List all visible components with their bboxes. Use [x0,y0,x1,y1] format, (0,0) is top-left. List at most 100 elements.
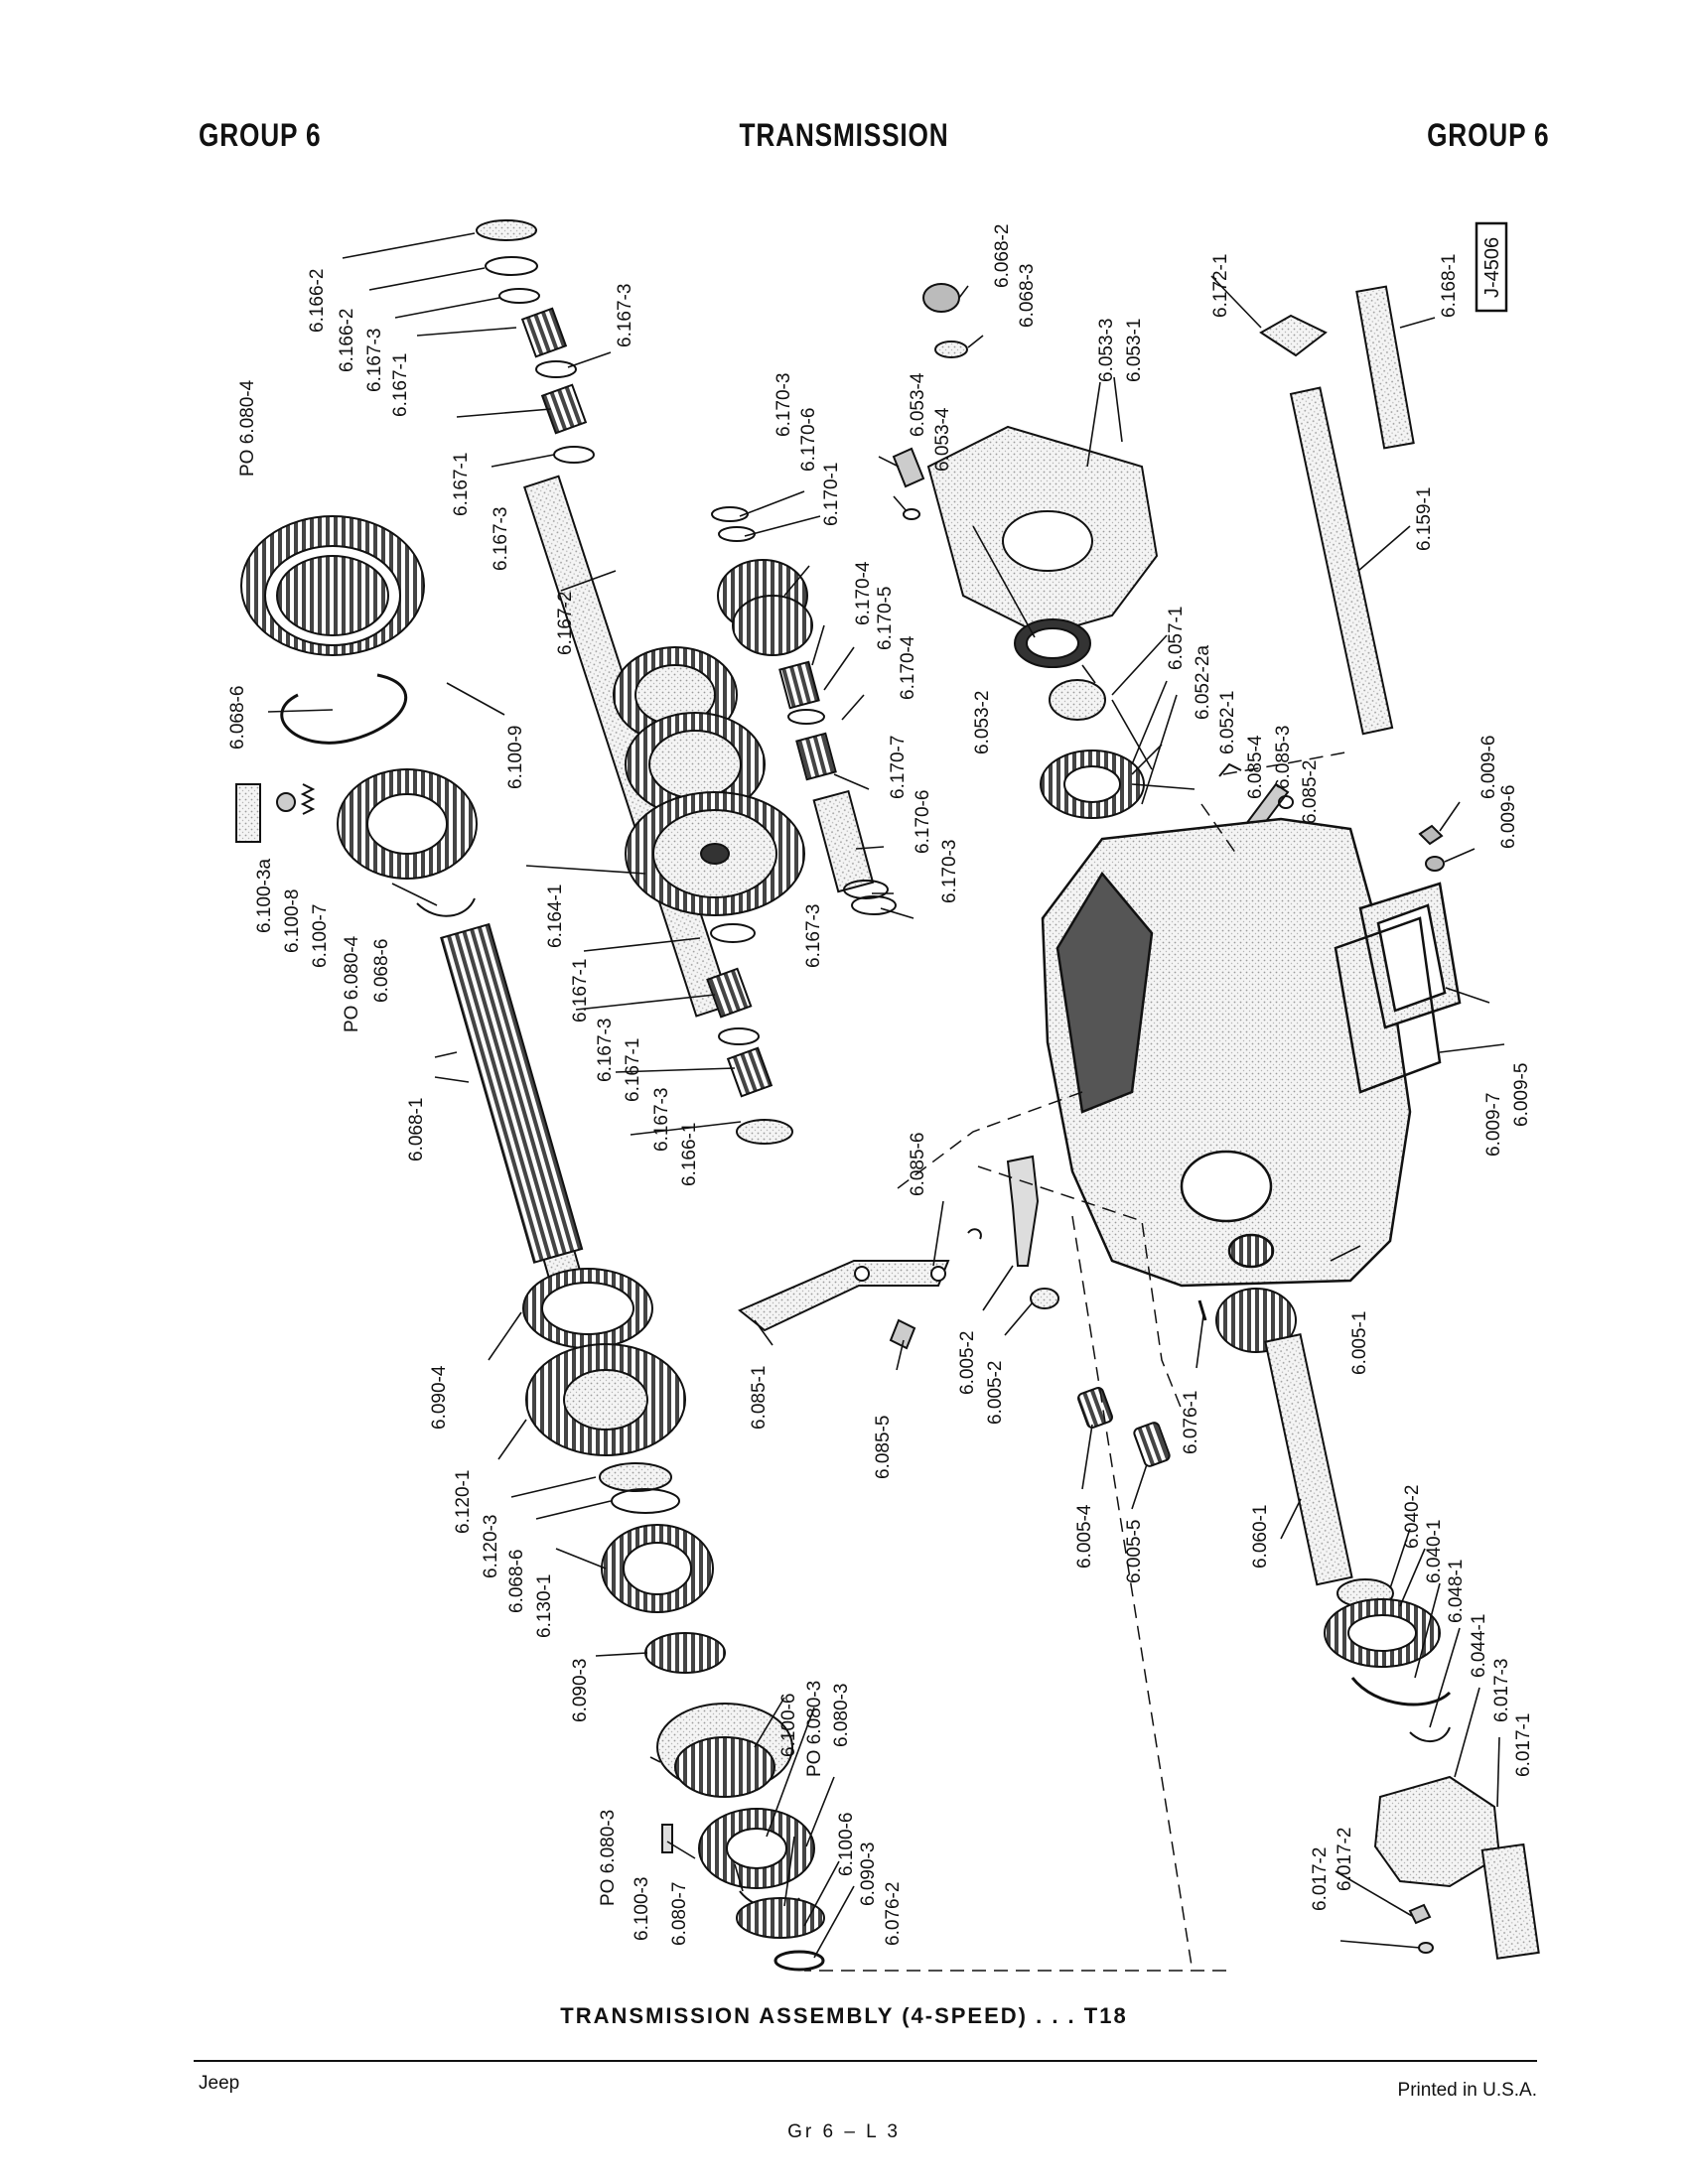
roller-bearing-shape [795,732,837,781]
part-label: 6.053-1 [1124,319,1145,382]
main-drive-shaft-shape [1264,1333,1353,1586]
spring-shape [300,783,316,815]
reference-number: J-4506 [1481,237,1503,298]
drain-plug-shape [1133,1422,1171,1467]
part-label: 6.005-5 [1124,1520,1145,1583]
part-label: 6.060-1 [1250,1505,1271,1569]
part-label: 6.076-2 [883,1882,904,1946]
rear-bearing-retainer-shape [1373,1775,1501,1888]
page-number: Gr 6 – L 3 [787,2121,901,2142]
part-label: 6.017-2 [1335,1828,1355,1891]
synchronizer-ring-shape [644,1632,726,1674]
countershaft-long-shape [1289,386,1394,736]
footer-printed: Printed in U.S.A. [1397,2080,1537,2101]
part-label: 6.100-3 [632,1877,652,1941]
snap-ring-shape [280,673,408,745]
cover-group [892,283,1445,872]
part-label: 6.100-8 [282,889,303,953]
dowel-pin-shape [1197,1299,1207,1321]
shift-plate-shape [661,1824,673,1853]
roller-bearing-shape [726,1046,774,1098]
part-label: 6.044-1 [1469,1614,1489,1678]
part-label: 6.167-3 [364,329,385,392]
part-label: 6.170-6 [798,408,819,472]
part-label: 6.167-1 [390,353,411,417]
thrust-washer-shape [485,256,538,276]
lock-washer-shape [903,508,920,520]
part-label: 6.053-2 [972,691,993,754]
roller-bearing-shape [540,383,588,435]
part-label: 6.167-1 [570,959,591,1023]
thrust-washer-shape [599,1462,672,1492]
output-shaft-stub-shape [1480,1843,1540,1960]
part-label: 6.100-6 [778,1694,799,1757]
snap-ring-shape [498,288,540,304]
part-label: 6.085-1 [749,1366,770,1430]
thrust-washer-shape [843,880,889,899]
part-label: 6.170-4 [898,635,918,700]
nut-shape [1425,856,1445,872]
part-label: 6.100-6 [836,1813,857,1876]
part-label: 6.167-3 [595,1019,616,1082]
reverse-shift-lever-shape [738,1260,950,1332]
part-label: 6.053-4 [908,372,928,437]
lever-pivot-pin-shape [889,1318,916,1350]
main-drive-gear-shape [1215,1288,1297,1353]
part-label: 6.159-1 [1414,487,1435,551]
spacer-ring-shape [787,709,825,725]
bolt-shape [1418,824,1444,846]
part-label: 6.009-6 [1498,785,1519,849]
header-group-right: GROUP 6 [1426,117,1549,153]
c-clip-shape [967,1228,982,1240]
part-label: 6.100-3a [254,859,275,933]
cap-screw-shape [1408,1903,1432,1925]
part-label: 6.167-1 [623,1038,643,1102]
leader-lines [267,232,1505,1959]
part-label: PO 6.080-4 [342,935,362,1032]
part-label: 6.170-7 [888,736,909,799]
bearing-sleeve-shape [1049,679,1106,721]
assembly-lines [804,751,1346,1972]
part-label: PO 6.080-3 [804,1681,825,1777]
shift-plate-shape [235,783,261,843]
reverse-idler-shaft-shape [1355,285,1415,450]
part-label: 6.068-2 [992,224,1013,288]
part-label: 6.100-7 [310,904,331,968]
part-label: 6.085-4 [1245,735,1266,799]
snap-ring-shape [1409,1726,1451,1742]
part-labels: 6.166-2 6.166-2 6.167-3 6.167-1 6.167-3 … [227,224,1534,1946]
snap-ring-shape [711,506,749,522]
part-label: 6.170-6 [913,790,933,854]
roller-bearing-shape [778,660,820,710]
part-label: 6.167-2 [555,592,576,655]
ring-gear-group [235,515,478,917]
part-label: 6.052-1 [1217,691,1238,754]
ball-shape [276,792,296,812]
spacer-ring-shape [535,360,577,378]
o-ring-shape [1278,795,1294,809]
part-label: 6.048-1 [1446,1560,1467,1623]
nut-shape [922,283,960,313]
part-label: 6.080-3 [831,1684,852,1747]
thrust-washer-shape [736,1119,793,1145]
header-title: TRANSMISSION [739,117,949,153]
snap-ring-shape [774,1950,825,1972]
part-label: 6.068-3 [1017,264,1038,328]
footer-brand: Jeep [199,2073,240,2094]
part-label: 6.130-1 [534,1574,555,1638]
part-label: 6.170-1 [821,463,842,526]
part-label: 6.170-3 [774,373,794,437]
thrust-washer-shape [476,219,537,241]
synchronizer-ring-shape [736,1897,825,1939]
part-label: 6.052-2a [1193,645,1213,720]
part-label: 6.090-3 [858,1843,879,1906]
part-label: 6.009-7 [1483,1093,1504,1157]
part-label: 6.090-4 [429,1365,450,1430]
snap-ring-shape [1218,762,1242,777]
part-label: 6.172-1 [1210,254,1231,318]
part-label: 6.005-2 [957,1331,978,1395]
part-label: 6.100-9 [505,726,526,789]
part-label: 6.166-2 [307,269,328,333]
part-label: 6.085-6 [908,1133,928,1196]
part-label: 6.040-1 [1424,1520,1445,1583]
